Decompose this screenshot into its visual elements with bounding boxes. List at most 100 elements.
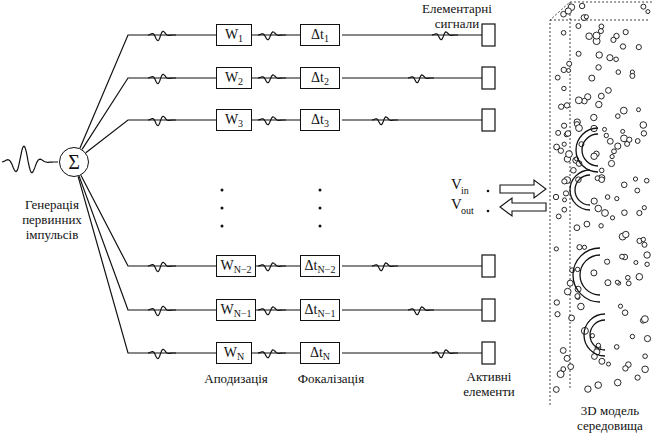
scatterer: [561, 67, 566, 72]
signal-wavelet: [408, 307, 434, 315]
scatterer: [591, 270, 597, 276]
caption-label: Генерація первинних імпульсів: [0, 198, 104, 243]
scatterer: [584, 221, 590, 227]
scatterer: [582, 245, 586, 249]
node-label: W: [220, 303, 233, 317]
scatterer: [567, 61, 572, 66]
scatterer: [635, 188, 640, 193]
node-label: Δt: [311, 71, 324, 85]
signal-line: [252, 77, 300, 78]
wavefront-arc: [590, 320, 605, 350]
scatterer: [616, 114, 621, 119]
scatterer: [641, 237, 645, 241]
scatterer: [641, 131, 646, 136]
scatterer: [604, 133, 608, 137]
scatterer: [623, 231, 629, 237]
scatterer: [591, 114, 597, 120]
signal-line: [342, 352, 482, 353]
scatterer: [558, 148, 563, 153]
scatterer: [607, 138, 613, 144]
apodization-box: WN: [216, 342, 252, 364]
scatterer: [615, 143, 621, 149]
apodization-box: WN−2: [216, 255, 256, 277]
node-label: W: [225, 28, 238, 42]
scatterer: [606, 88, 612, 94]
apodization-box: W3: [216, 109, 252, 131]
scatterer: [575, 294, 580, 299]
scatterer: [590, 334, 594, 338]
scatterer: [630, 73, 635, 78]
scatterer: [578, 303, 585, 310]
scatterer: [620, 44, 625, 49]
scatterer: [637, 210, 642, 215]
scatterer: [626, 281, 631, 286]
scatterer: [556, 214, 561, 219]
signal-wavelet: [258, 117, 286, 125]
stage-label: Аподизація: [196, 372, 276, 387]
scatterer: [607, 55, 613, 61]
wavefront-arc: [570, 170, 590, 210]
scatterer: [579, 3, 584, 8]
scatterer: [561, 31, 566, 36]
signal-wavelet: [148, 116, 176, 125]
delay-box: ΔtN: [300, 342, 340, 364]
scatterer: [574, 225, 580, 231]
subscript: in: [461, 185, 469, 197]
scatterer: [627, 137, 632, 142]
scatterer: [615, 280, 619, 284]
scatterer: [599, 168, 604, 173]
wavefront-arc: [580, 255, 600, 295]
subscript: 3: [324, 119, 329, 129]
scatterer: [607, 362, 611, 366]
medium-label: 3D модель середовища: [568, 404, 652, 434]
signal-line: [256, 309, 300, 310]
scatterer: [602, 210, 609, 217]
scatterer: [599, 24, 604, 29]
scatterer: [563, 191, 568, 196]
scatterer: [633, 177, 637, 181]
scatterer: [568, 364, 574, 370]
scatterer: [614, 379, 621, 386]
signal-line: [82, 78, 216, 149]
scatterer: [610, 216, 614, 220]
scatterer: [610, 155, 614, 159]
signal-label: Елементарні сигнали: [412, 2, 502, 32]
signal-wavelet: [372, 263, 398, 271]
signal-wavelet: [148, 262, 176, 271]
active-element: [482, 255, 495, 277]
signal-line: [342, 309, 482, 310]
scatterer: [596, 101, 602, 107]
signal-wavelet: [258, 350, 286, 358]
scatterer: [612, 149, 617, 154]
active-element: [482, 299, 495, 321]
scatterer: [620, 107, 627, 114]
scatterer: [566, 151, 573, 158]
scatterer: [643, 354, 648, 359]
scatterer: [644, 178, 649, 183]
scatterer: [571, 168, 577, 174]
subscript: N−1: [234, 309, 252, 319]
scatterer: [567, 280, 573, 286]
apodization-box: W2: [216, 67, 252, 89]
scatterer: [635, 375, 640, 380]
scatterer: [577, 245, 582, 250]
signal-line: [252, 119, 300, 120]
subscript: 1: [324, 34, 329, 44]
scatterer: [560, 348, 566, 354]
delay-box: Δt3: [300, 109, 340, 131]
scatterer: [623, 366, 628, 371]
scatterer: [565, 131, 571, 137]
scatterer: [569, 315, 575, 321]
scatterer: [611, 37, 616, 42]
scatterer: [562, 179, 567, 184]
element-label: Активні елементи: [446, 370, 532, 400]
scatterer: [614, 57, 619, 62]
active-element: [482, 67, 495, 89]
scatterer: [605, 280, 611, 286]
scatterer: [621, 182, 627, 188]
scatterer: [593, 32, 600, 39]
signal-line: [342, 265, 482, 266]
scatterer: [567, 69, 571, 73]
scatterer: [598, 93, 604, 99]
signal-name: V: [451, 196, 462, 213]
